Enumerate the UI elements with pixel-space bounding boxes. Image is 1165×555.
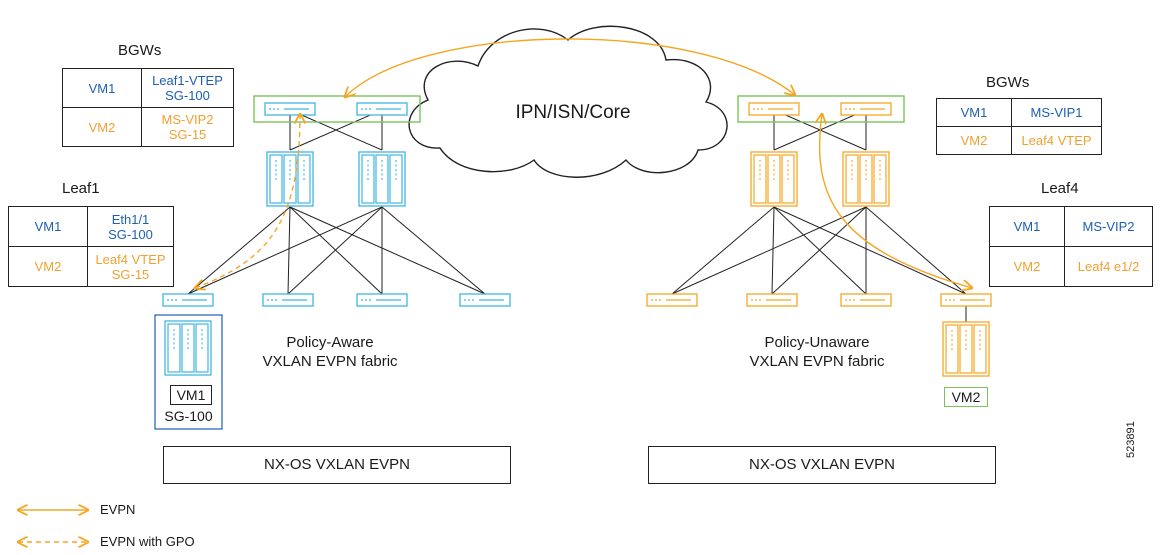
legend-evpn-gpo-label: EVPN with GPO bbox=[100, 534, 195, 549]
right-footer-box: NX-OS VXLAN EVPN bbox=[648, 446, 996, 484]
right-fabric-label: Policy-Unaware VXLAN EVPN fabric bbox=[722, 333, 912, 371]
value-cell: Leaf4 VTEP bbox=[1011, 126, 1102, 155]
left-bgw-title: BGWs bbox=[118, 42, 162, 59]
ipn-cloud-shape bbox=[408, 25, 728, 178]
value-cell: MS-VIP2 bbox=[1064, 206, 1153, 247]
value-line: MS-VIP2 bbox=[161, 112, 214, 127]
value-line: SG-15 bbox=[111, 266, 150, 282]
leaf4-table: VM1 MS-VIP2 VM2 Leaf4 e1/2 bbox=[989, 206, 1153, 287]
right-host-vm-tag: VM2 bbox=[944, 387, 988, 407]
leaf4-row-vm2: VM2 Leaf4 e1/2 bbox=[989, 246, 1153, 287]
value-line: SG-15 bbox=[168, 127, 207, 142]
evpn-arrow-right bbox=[820, 114, 972, 288]
left-bgw-row-vm2: VM2 MS-VIP2 SG-15 bbox=[62, 107, 234, 147]
left-bgw-row-vm1: VM1 Leaf1-VTEP SG-100 bbox=[62, 68, 234, 108]
value-cell: MS-VIP2 SG-15 bbox=[141, 107, 234, 147]
value-cell: Leaf4 e1/2 bbox=[1064, 246, 1153, 287]
value-cell: MS-VIP1 bbox=[1011, 98, 1102, 127]
left-host-sg-label: SG-100 bbox=[164, 408, 213, 424]
leaf1-row-vm1: VM1 Eth1/1 SG-100 bbox=[8, 206, 174, 247]
leaf4-row-vm1: VM1 MS-VIP2 bbox=[989, 206, 1153, 247]
vm-cell: VM2 bbox=[62, 107, 142, 147]
leaf1-title: Leaf1 bbox=[62, 180, 100, 197]
vm-cell: VM1 bbox=[936, 98, 1012, 127]
fabric-label-line: VXLAN EVPN fabric bbox=[749, 353, 885, 370]
right-bgw-row-vm2: VM2 Leaf4 VTEP bbox=[936, 126, 1102, 155]
vm-cell: VM1 bbox=[989, 206, 1065, 247]
value-cell: Leaf1-VTEP SG-100 bbox=[141, 68, 234, 108]
leaf1-row-vm2: VM2 Leaf4 VTEP SG-15 bbox=[8, 246, 174, 287]
value-line: SG-100 bbox=[165, 88, 210, 103]
vm-cell: VM2 bbox=[936, 126, 1012, 155]
right-bgw-table: VM1 MS-VIP1 VM2 Leaf4 VTEP bbox=[936, 98, 1102, 155]
fabric-label-line: Policy-Unaware bbox=[764, 334, 870, 351]
left-host-vm-tag: VM1 bbox=[170, 385, 212, 405]
left-bgw-group-box bbox=[253, 95, 421, 123]
left-fabric-label: Policy-Aware VXLAN EVPN fabric bbox=[240, 333, 420, 371]
value-line: SG-100 bbox=[108, 226, 153, 242]
vm-cell: VM1 bbox=[8, 206, 88, 247]
evpn-arrow-bgw-to-bgw bbox=[345, 38, 795, 97]
evpn-gpo-arrow-left bbox=[195, 114, 300, 288]
vm-cell: VM2 bbox=[8, 246, 88, 287]
fabric-label-line: VXLAN EVPN fabric bbox=[262, 353, 398, 370]
leaf4-title: Leaf4 bbox=[1041, 180, 1079, 197]
right-bgw-row-vm1: VM1 MS-VIP1 bbox=[936, 98, 1102, 127]
fabric-label-line: Policy-Aware bbox=[286, 334, 374, 351]
value-cell: Eth1/1 SG-100 bbox=[87, 206, 174, 247]
legend-evpn-label: EVPN bbox=[100, 502, 136, 517]
value-cell: Leaf4 VTEP SG-15 bbox=[87, 246, 174, 287]
left-footer-box: NX-OS VXLAN EVPN bbox=[163, 446, 511, 484]
value-line: Leaf4 VTEP bbox=[95, 251, 166, 267]
figure-id: 523891 bbox=[1125, 421, 1137, 458]
value-line: Eth1/1 bbox=[111, 211, 150, 227]
vm-cell: VM2 bbox=[989, 246, 1065, 287]
right-bgw-title: BGWs bbox=[986, 74, 1030, 91]
cloud-label: IPN/ISN/Core bbox=[515, 102, 631, 123]
vm-cell: VM1 bbox=[62, 68, 142, 108]
left-host-box bbox=[154, 314, 223, 430]
leaf1-table: VM1 Eth1/1 SG-100 VM2 Leaf4 VTEP SG-15 bbox=[8, 206, 174, 287]
left-bgw-table: VM1 Leaf1-VTEP SG-100 VM2 MS-VIP2 SG-15 bbox=[62, 68, 234, 147]
value-line: Leaf1-VTEP bbox=[152, 73, 223, 88]
